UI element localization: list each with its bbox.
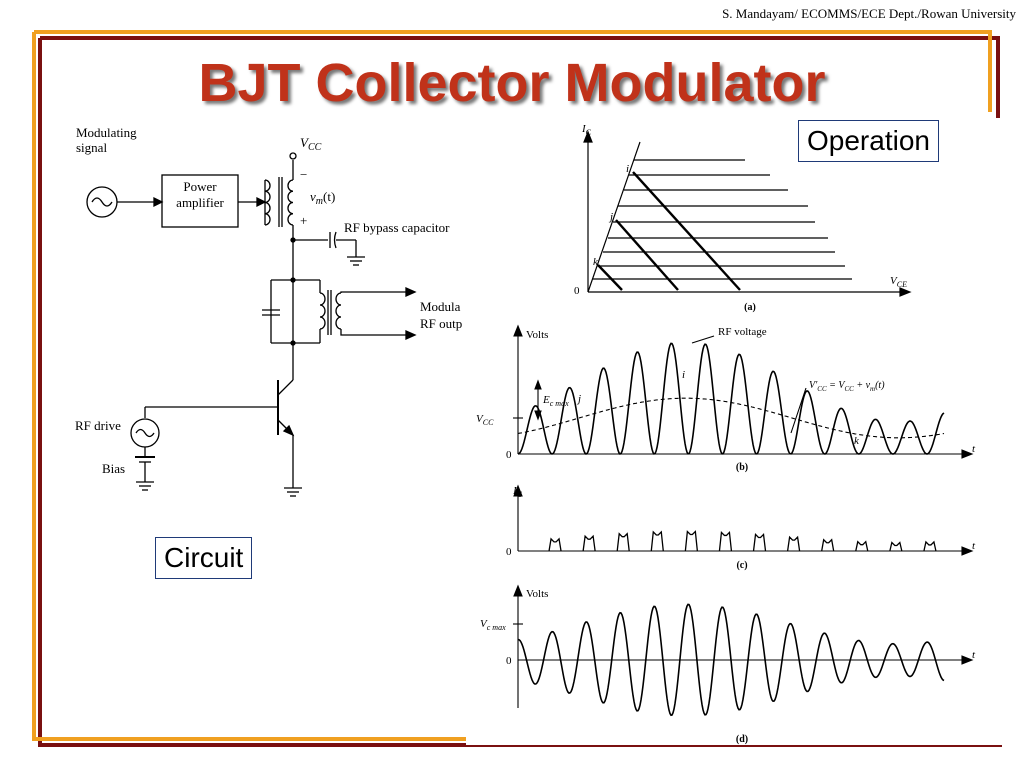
power-amplifier-box — [161, 174, 239, 228]
vcc-terminal — [289, 152, 297, 160]
transformer-primary — [264, 179, 271, 226]
collector-current-pulses — [548, 530, 937, 552]
ecmax-label: Ec max — [542, 394, 569, 408]
tank-inductor — [319, 292, 326, 330]
frame-inner-top — [34, 30, 992, 112]
caption-d: (d) — [736, 734, 748, 745]
callout-operation: Operation — [798, 120, 939, 162]
load-line-i — [632, 171, 741, 291]
vcc-label-b: VCC — [476, 413, 494, 427]
power-amp-label-1: Power — [183, 179, 217, 194]
output-coil — [335, 292, 342, 330]
zero-label: 0 — [574, 285, 580, 297]
power-amp-label-2: amplifier — [176, 195, 224, 210]
plus-sign: + — [300, 213, 307, 228]
saturation-line — [587, 141, 641, 293]
rf-output-label-1: Modula — [420, 299, 461, 314]
load-line-j — [615, 219, 679, 291]
load-line-k — [597, 264, 623, 291]
ic-axis-label: IC — [581, 123, 592, 137]
t-label-b: t — [972, 443, 976, 455]
sine-icon — [135, 428, 155, 438]
vcc-prime-equation: V′CC = VCC + vm(t) — [809, 380, 885, 393]
modulating-label-1: Modulating — [76, 125, 137, 140]
point-i: i — [626, 163, 629, 175]
slide-title: BJT Collector Modulator — [198, 53, 826, 113]
t-label-c: t — [972, 540, 976, 552]
caption-c: (c) — [736, 560, 747, 571]
modulating-label-2: signal — [76, 140, 107, 155]
minus-sign: − — [300, 167, 307, 182]
bias-label: Bias — [102, 461, 125, 476]
point-k-b: k — [854, 435, 860, 447]
rf-bypass-label: RF bypass capacitor — [344, 220, 450, 235]
rf-output-label-2: RF outp — [420, 316, 462, 331]
zero-d: 0 — [506, 655, 512, 667]
volts-label-b: Volts — [526, 329, 548, 341]
point-i-b: i — [682, 369, 685, 381]
frame-outer-top — [40, 36, 1000, 118]
vcmax-label: Vc max — [480, 618, 506, 632]
caption-a: (a) — [744, 302, 756, 313]
vce-axis-label: VCE — [890, 275, 907, 289]
rf-drive-label: RF drive — [75, 418, 121, 433]
transformer-secondary — [287, 179, 294, 226]
zero-c: 0 — [506, 546, 512, 558]
callout-circuit: Circuit — [155, 537, 253, 579]
vcc-envelope — [517, 397, 945, 439]
output-waveform — [517, 603, 945, 717]
frame-inner-left — [32, 32, 466, 741]
point-j-b: j — [576, 393, 581, 405]
vm-label: vm(t) — [310, 189, 335, 207]
zero-b: 0 — [506, 449, 512, 461]
point-j: j — [608, 211, 613, 223]
credit-text: S. Mandayam/ ECOMMS/ECE Dept./Rowan Univ… — [722, 6, 1016, 21]
caption-b: (b) — [736, 462, 748, 473]
frame-outer-left — [38, 38, 466, 747]
vcc-label: VCC — [300, 135, 322, 153]
figure-a-characteristics: IC VCE i j k 0 (a) — [574, 123, 912, 313]
sine-icon — [91, 197, 113, 207]
rf-voltage-label: RF voltage — [718, 326, 767, 338]
volts-label-d: Volts — [526, 588, 548, 600]
figure-bcd-waveforms: Volts RF voltage VCC Ec max V′CC = VCC +… — [476, 324, 976, 745]
ic-label-c: IC — [512, 485, 523, 499]
circuit-diagram: Modulating signal Power amplifier VCC − … — [75, 125, 462, 497]
point-k: k — [593, 256, 599, 268]
t-label-d: t — [972, 649, 976, 661]
